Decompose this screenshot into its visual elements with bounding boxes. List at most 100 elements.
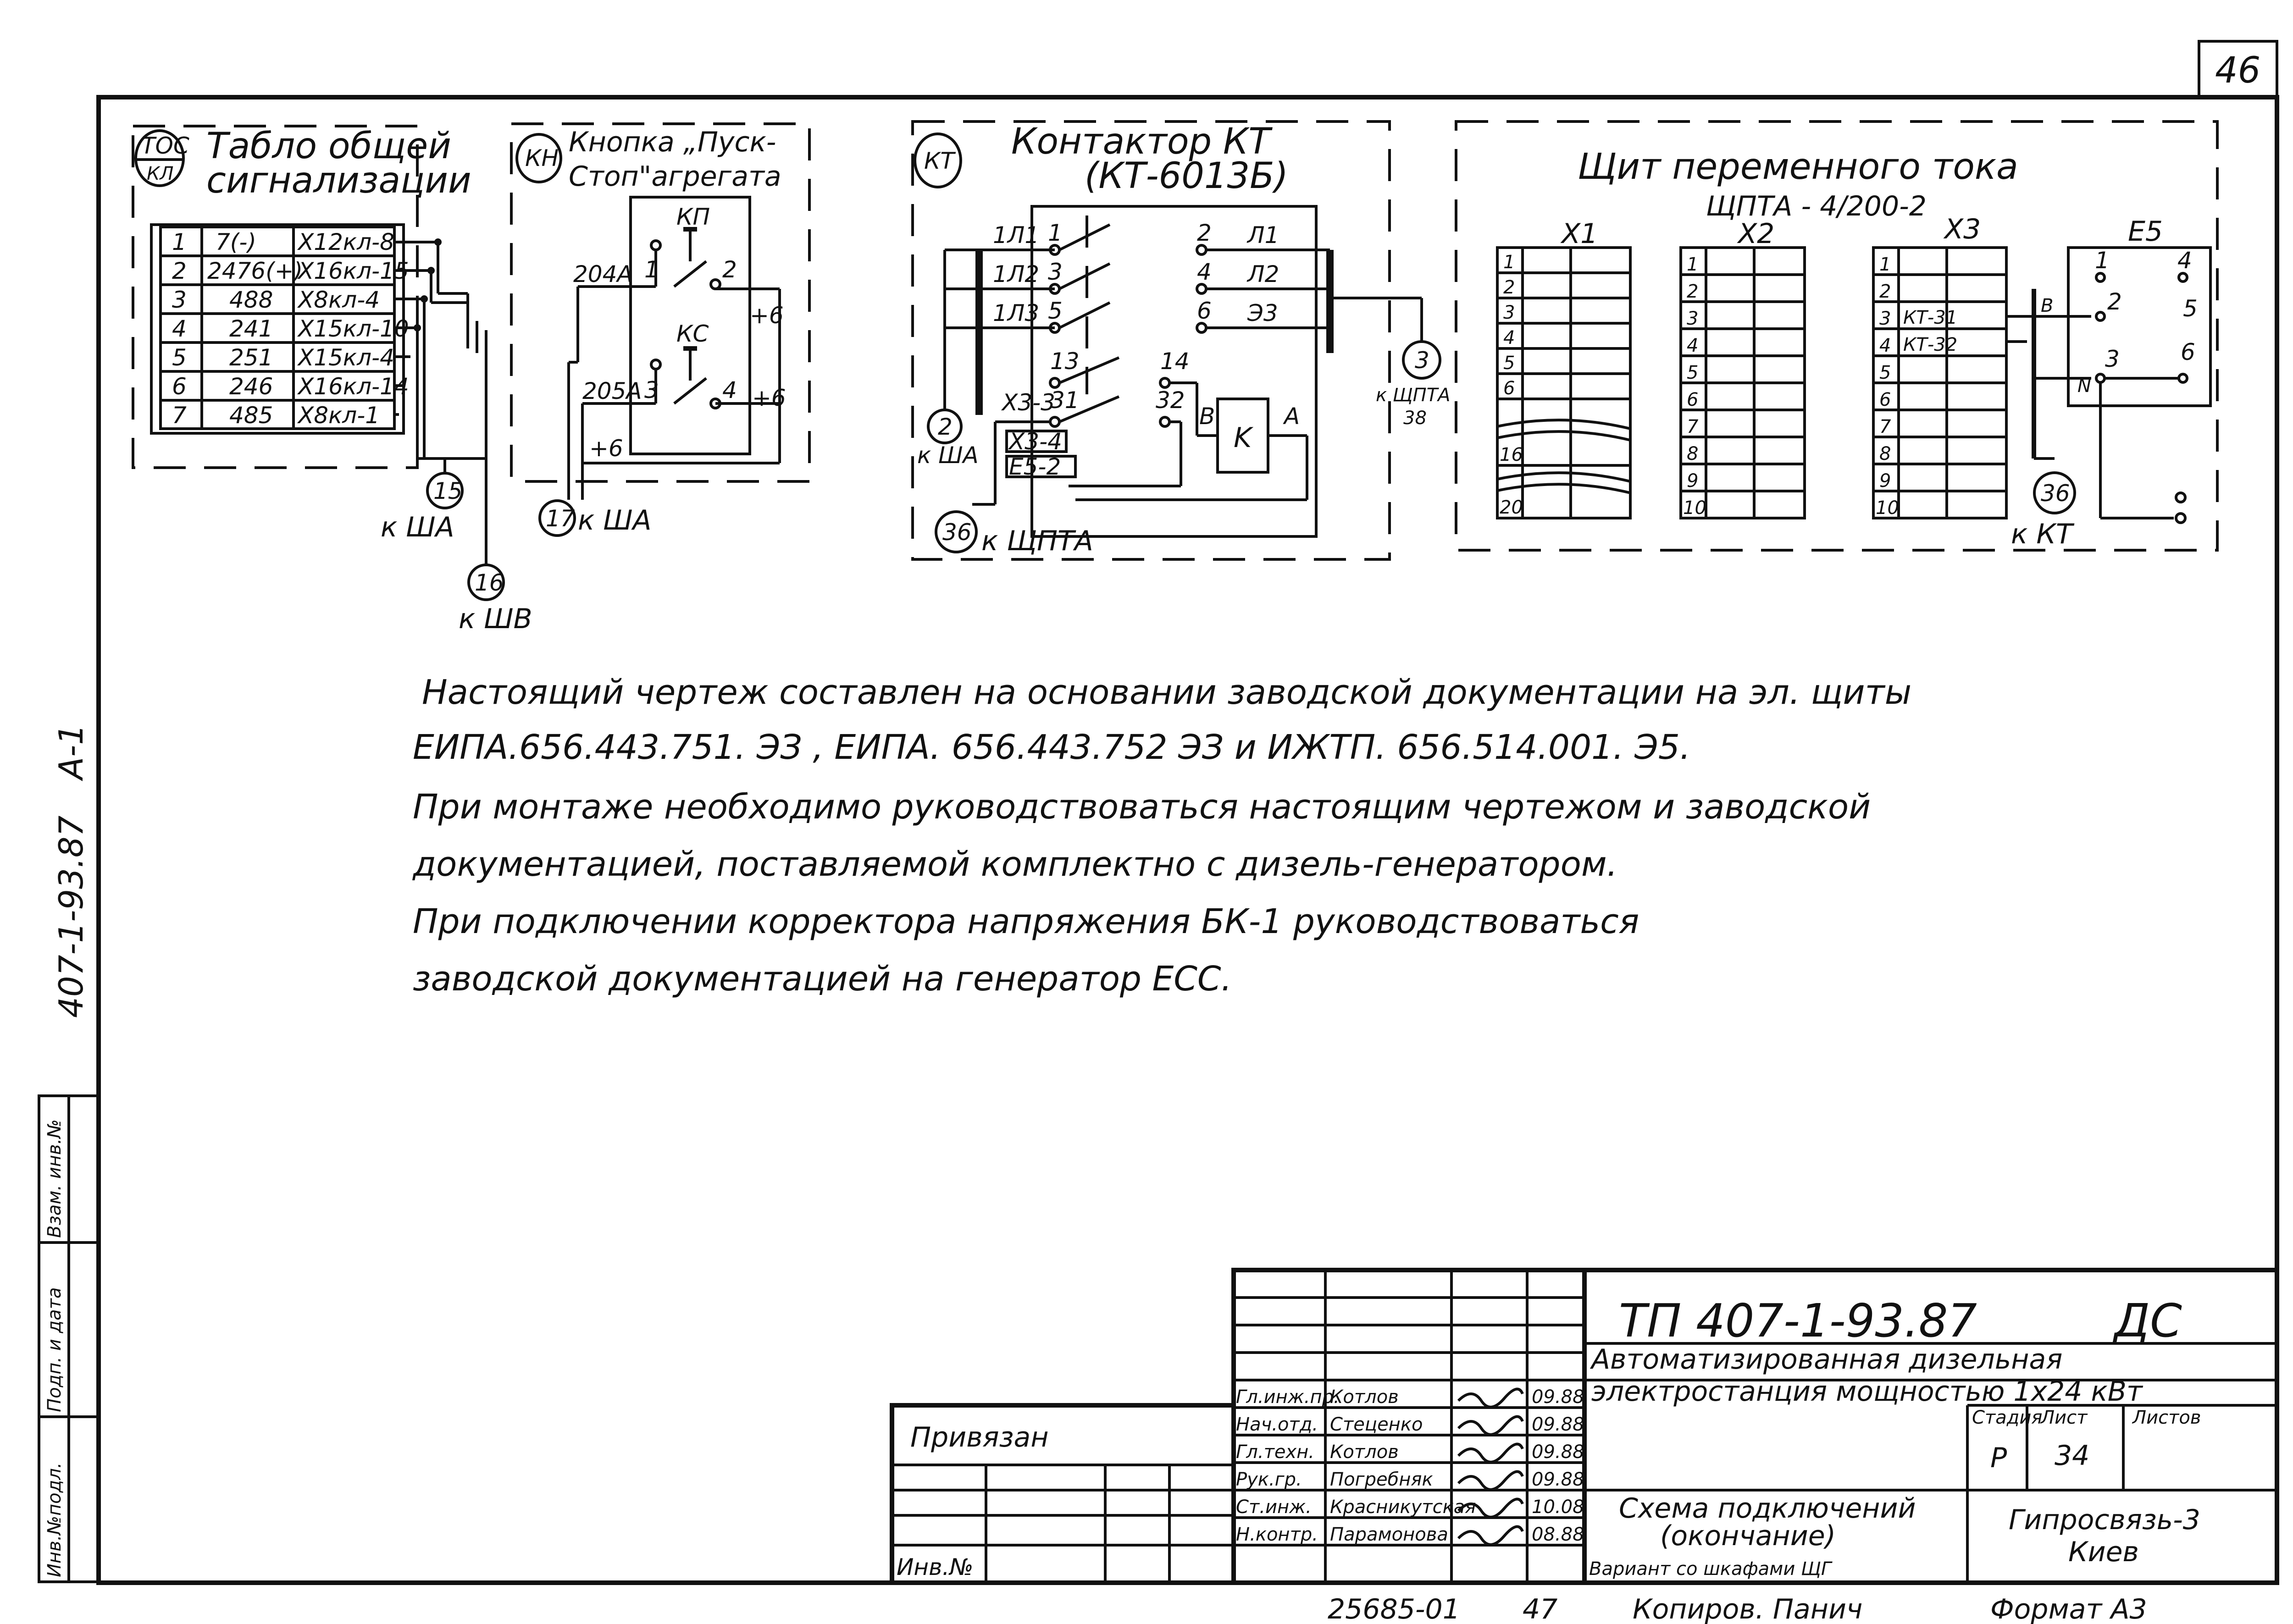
kn-plus6-a: +6 [750, 302, 784, 329]
staff-6-name: Парамонова [1330, 1524, 1448, 1545]
footer-archive-no: 25685-01 [1328, 1593, 1460, 1624]
sheet-title-2: (окончание) [1660, 1520, 1836, 1552]
staff-6-role: Н.контр. [1236, 1524, 1318, 1545]
staff-1-name: Котлов [1330, 1386, 1399, 1408]
kt-in-1l3: 1Л3 [993, 300, 1039, 326]
kn-marker-17-label: к ША [578, 504, 652, 536]
staff-3-name: Котлов [1330, 1442, 1399, 1463]
kn-plus6-b: +6 [752, 385, 786, 411]
block-kt: КТ Контактор КТ (КТ-6013Б) 1Л1 1Л2 1Л3 1… [911, 120, 1451, 561]
block-shchpta: Щит переменного тока ЩПТА - 4/200-2 X1 1… [1455, 120, 2219, 552]
block-kn: КН Кнопка „Пуск- Стоп"агрегата КП КС 1 2… [510, 122, 811, 537]
toc-marker-15-label: к ША [381, 511, 454, 543]
signature-3 [1457, 1442, 1524, 1464]
staff-1-date: 09.88 [1532, 1386, 1584, 1408]
shchpta-e5-pin-6: 6 [2181, 339, 2195, 365]
privyazan-block: Привязан Инв.№ [890, 1403, 1236, 1585]
note-line-4: документацией, поставляемой комплектно с… [412, 845, 1617, 884]
kn-contact-4: 4 [722, 377, 737, 403]
note-line-3: При монтаже необходимо руководствоваться… [413, 787, 1871, 827]
kt-title-1: Контактор КТ [1011, 121, 1273, 162]
doc-number: ТП 407-1-93.87 [1619, 1294, 1977, 1348]
kn-ks-label: КС [676, 320, 709, 347]
shchpta-x1-r3: 3 [1503, 302, 1515, 323]
note-line-2: ЕИПА.656.443.751. ЭЗ , ЕИПА. 656.443.752… [413, 728, 1690, 767]
toc-row-4-wire: 241 [229, 315, 273, 342]
sheets-label: Листов [2132, 1407, 2201, 1428]
page-number: 46 [2215, 50, 2260, 91]
kt-out-e3: Э3 [1247, 300, 1278, 326]
toc-row-5-wire: 251 [229, 344, 273, 371]
stage-value: Р [1990, 1442, 2007, 1474]
sheet-title-3: Вариант со шкафами ЩГ [1589, 1558, 1833, 1580]
doc-type: ДС [2112, 1294, 2182, 1348]
shchpta-x1-r2: 2 [1503, 277, 1515, 298]
block-toc: ТОС КЛ Табло общей сигнализации 1 7(-) X… [132, 125, 532, 635]
footer-page: 47 [1523, 1593, 1557, 1624]
shchpta-x1-r5: 5 [1503, 353, 1515, 374]
project-line-1: Автоматизированная дизельная [1590, 1343, 2062, 1375]
shchpta-x3-r10: 10 [1876, 497, 1899, 519]
toc-row-4-n: 4 [172, 315, 187, 342]
shchpta-e5-pin-4: 4 [2177, 247, 2192, 274]
shchpta-e5-name: E5 [2128, 215, 2163, 248]
kt-in-1l2: 1Л2 [993, 261, 1039, 287]
toc-row-1-n: 1 [172, 229, 187, 255]
kt-marker-36 [935, 510, 978, 553]
shchpta-x2-r9: 9 [1687, 470, 1698, 492]
staff-5-date: 10.08 [1532, 1497, 1584, 1518]
toc-marker-16-text: 16 [475, 569, 504, 596]
toc-row-7-wire: 485 [229, 402, 273, 429]
staff-4-name: Погребняк [1330, 1469, 1433, 1490]
kt-title-2: (КТ-6013Б) [1085, 155, 1288, 197]
shchpta-x3-r5: 5 [1879, 362, 1891, 383]
toc-row-6-term: X16кл-14 [297, 373, 409, 400]
signature-2 [1457, 1415, 1524, 1436]
shchpta-x2-r8: 8 [1687, 443, 1698, 464]
kn-wire-205a: 205А [582, 378, 642, 404]
shchpta-e5-pin-2: 2 [2107, 288, 2122, 315]
shchpta-x1-r16: 16 [1500, 444, 1523, 465]
left-stamp: Инв.№подл. Подп. и дата Взам. инв.№ [38, 1094, 100, 1583]
shchpta-title-2: ЩПТА - 4/200-2 [1706, 190, 1927, 222]
signature-5 [1457, 1497, 1524, 1519]
kt-marker-3-label-1: к ЩПТА [1376, 385, 1451, 406]
shchpta-x3-name: X3 [1943, 213, 1981, 245]
shchpta-x2-r7: 7 [1687, 416, 1699, 437]
sheet-value: 34 [2055, 1440, 2089, 1472]
stamp-podp-data: Подп. и дата [44, 1287, 65, 1412]
kn-plus6-c: +6 [589, 435, 623, 462]
org-line-1: Гипросвязь-3 [2009, 1504, 2200, 1536]
privyazan-label: Привязан [910, 1421, 1049, 1453]
shchpta-x3-r8: 8 [1879, 443, 1891, 464]
footer-copied: Копиров. Панич [1633, 1593, 1862, 1624]
signature-4 [1457, 1470, 1524, 1491]
shchpta-e5-pin-1: 1 [2095, 247, 2110, 274]
shchpta-x1-r4: 4 [1503, 327, 1515, 348]
inv-no-label: Инв.№ [897, 1554, 973, 1580]
kt-contact-14: 14 [1160, 348, 1190, 375]
note-line-1: Настоящий чертеж составлен на основании … [422, 673, 1911, 712]
shchpta-marker-36 [2033, 471, 2076, 514]
kt-marker-3 [1402, 340, 1441, 380]
kn-title-2: Стоп"агрегата [569, 160, 781, 193]
kn-tag: КН [525, 145, 559, 171]
shchpta-e5-pin-3: 3 [2105, 346, 2120, 372]
toc-row-1-wire: 7(-) [216, 229, 256, 255]
kt-marker-36-label: к ЩПТА [981, 525, 1093, 557]
doc-code-vertical: 407-1-93.87 [52, 815, 90, 1018]
shchpta-e5-n: N [2077, 376, 2091, 397]
toc-row-5-term: X15кл-4 [297, 344, 394, 371]
toc-row-7-term: X8кл-1 [297, 402, 380, 429]
shchpta-x2-r10: 10 [1683, 497, 1706, 519]
note-line-5: При подключении корректора напряжения БК… [413, 902, 1639, 941]
staff-2-name: Стеценко [1330, 1414, 1423, 1435]
kt-x3-3: X3-3 [1001, 389, 1055, 416]
stamp-inv-podl: Инв.№подл. [44, 1462, 65, 1577]
toc-row-6-n: 6 [172, 373, 187, 400]
toc-row-7-n: 7 [172, 402, 187, 429]
shchpta-x2-r5: 5 [1687, 362, 1698, 383]
shchpta-e5-b: B [2041, 295, 2053, 316]
shchpta-x3-r1: 1 [1879, 254, 1891, 275]
